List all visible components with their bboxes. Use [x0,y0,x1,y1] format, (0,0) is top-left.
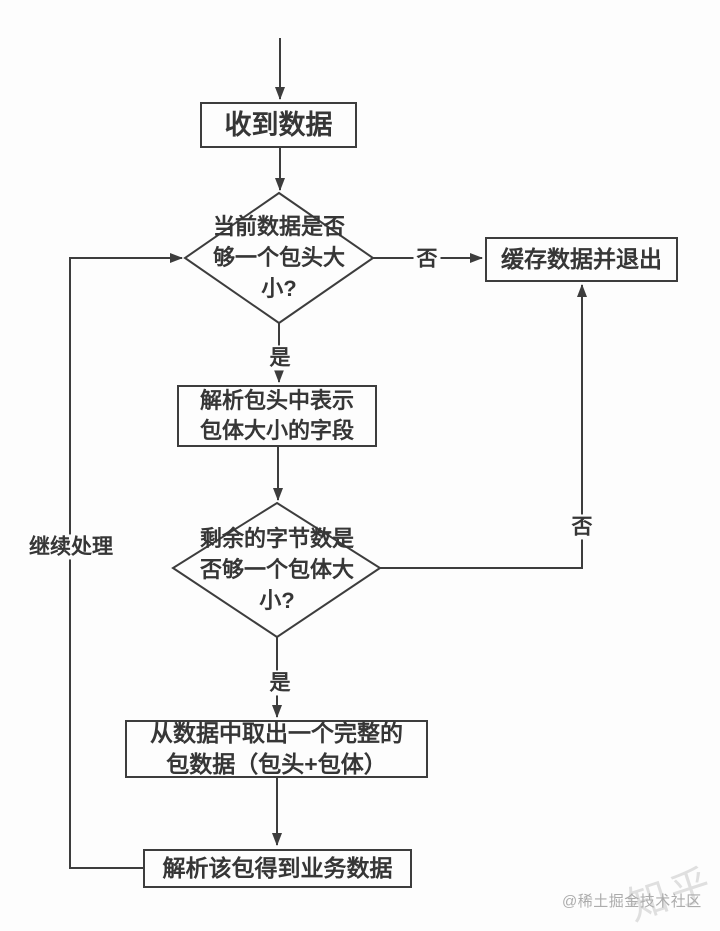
process-parse-business-data-label: 解析该包得到业务数据 [162,854,393,881]
decision-diamond-header-check [183,191,375,325]
process-parse-header-field-label: 解析包头中表示包体大小的字段 [199,388,354,443]
edge-label-header-yes: 是 [266,345,294,371]
process-parse-header-field: 解析包头中表示包体大小的字段 [177,385,377,447]
process-parse-business-data: 解析该包得到业务数据 [143,849,412,888]
edge-label-body-yes: 是 [266,670,294,696]
process-extract-packet: 从数据中取出一个完整的包数据（包头+包体） [125,720,428,778]
edge-label-body-no: 否 [568,514,596,540]
process-cache-and-exit: 缓存数据并退出 [485,237,678,282]
process-cache-and-exit-label: 缓存数据并退出 [501,245,662,272]
decision-header-size-check-label: 当前数据是否够一个包头大小? [212,214,345,302]
edge-label-header-no: 否 [413,246,441,272]
process-receive-data: 收到数据 [200,102,357,148]
edge-body-no-to-cache [380,284,587,569]
edge-label-continue-processing: 继续处理 [26,534,116,560]
juejin-credit-watermark: @稀土掘金技术社区 [562,893,702,910]
edge-loop-continue [69,253,183,869]
process-extract-packet-label: 从数据中取出一个完整的包数据（包头+包体） [150,719,403,777]
process-receive-data-label: 收到数据 [224,109,333,140]
decision-diamond-body-check [171,501,382,639]
decision-body-size-check-label: 剩余的字节数是否够一个包体大小? [199,526,354,614]
